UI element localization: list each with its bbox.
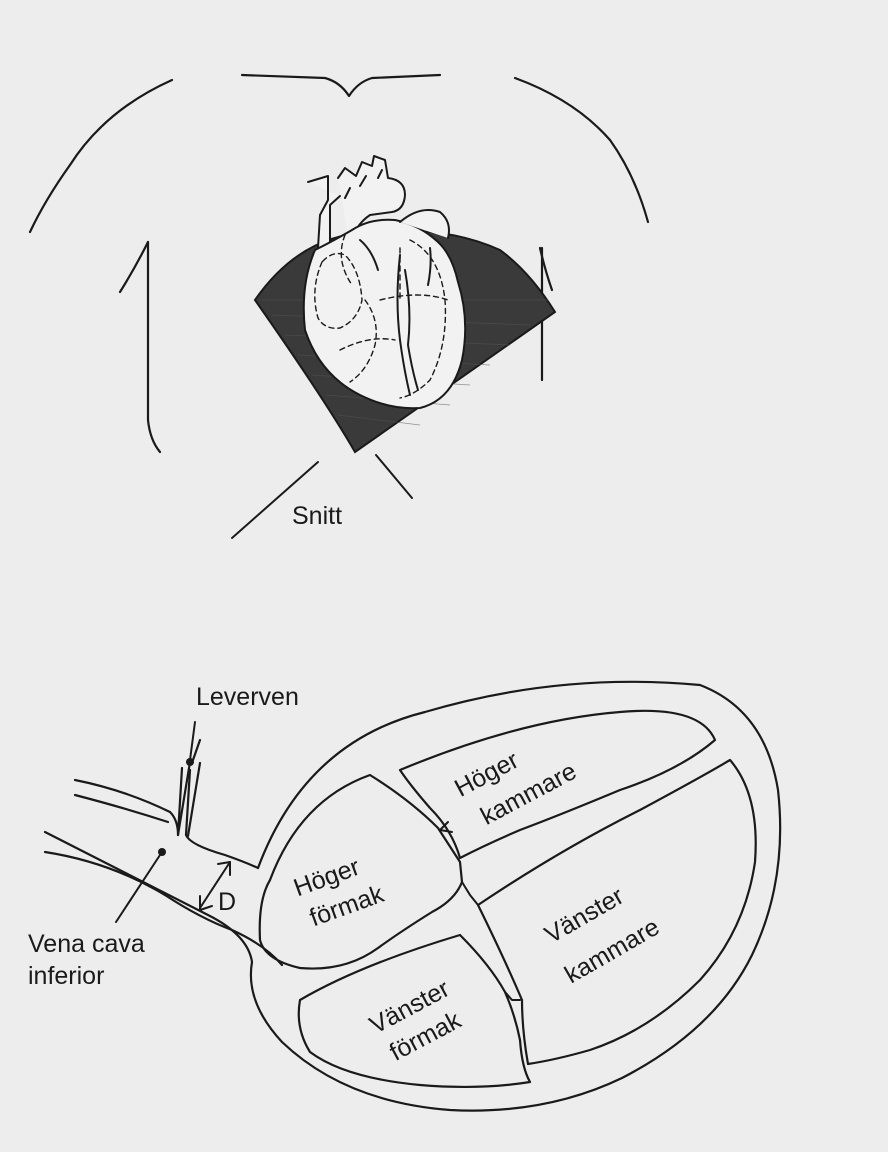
right-ventricle [398, 709, 717, 860]
leader-lines [115, 721, 196, 923]
label-d: D [218, 888, 237, 916]
vena-cava-inferior [43, 850, 284, 967]
right-atrium [258, 773, 464, 970]
left-atrium [297, 933, 532, 1089]
label-vena-cava-2: inferior [28, 962, 105, 990]
d-measurement-arrow [199, 861, 231, 911]
label-snitt: Snitt [292, 502, 343, 530]
label-leverven: Leverven [196, 683, 299, 711]
heart-section-outer [43, 680, 782, 1112]
heart-chambers-dashed [314, 234, 449, 399]
torso-outline [28, 73, 650, 454]
left-ventricle [476, 758, 757, 1066]
vena-cava-dot [158, 848, 166, 856]
heart-drawing [302, 155, 467, 410]
leverven-dot [186, 758, 194, 766]
label-vena-cava-1: Vena cava [28, 930, 145, 958]
section-lines [231, 454, 413, 539]
hepatic-vein [73, 766, 260, 870]
